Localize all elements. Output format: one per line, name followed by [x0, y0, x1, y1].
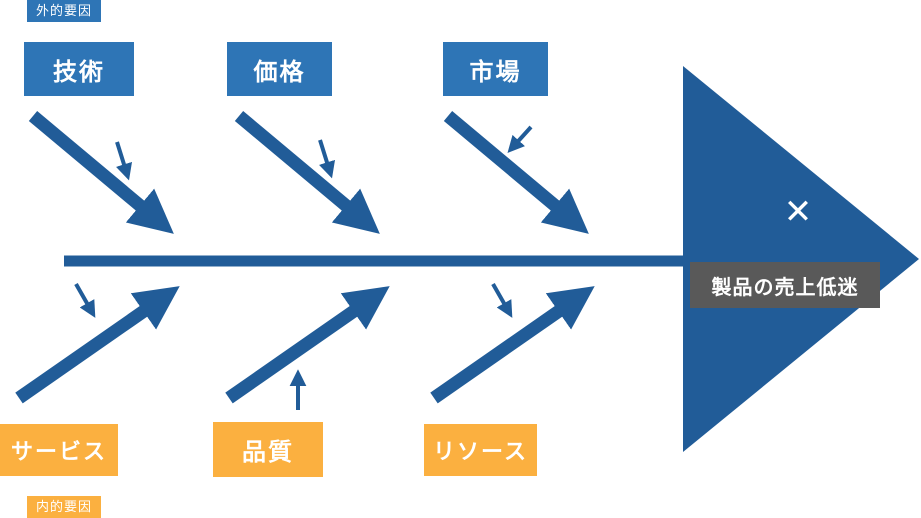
sub-cause-arrow-top-1: [115, 141, 133, 181]
bone-top-1: [28, 111, 174, 234]
effect-label: 製品の売上低迷: [690, 262, 880, 308]
category-box-quality: 品質: [213, 422, 323, 477]
category-box-service: サービス: [0, 424, 118, 476]
sub-cause-arrow-bottom-3: [491, 283, 513, 318]
sub-cause-arrow-top-3: [507, 125, 533, 153]
bone-bottom-2: [225, 286, 390, 404]
category-box-market: 市場: [443, 42, 548, 96]
external-factors-label: 外的要因: [27, 0, 102, 22]
sub-cause-arrow-bottom-1: [74, 283, 96, 318]
effect-head-triangle: [683, 66, 919, 452]
bone-bottom-1: [15, 286, 180, 404]
bone-bottom-3: [430, 286, 595, 404]
sub-cause-arrow-top-2: [318, 139, 336, 179]
internal-factors-label: 内的要因: [27, 496, 102, 518]
bone-top-2: [234, 111, 380, 234]
category-box-resources: リソース: [424, 424, 537, 476]
x-mark-icon: ✕: [783, 193, 813, 231]
category-box-technology: 技術: [24, 42, 134, 96]
bone-top-3: [443, 111, 589, 234]
category-box-price: 価格: [227, 42, 332, 96]
